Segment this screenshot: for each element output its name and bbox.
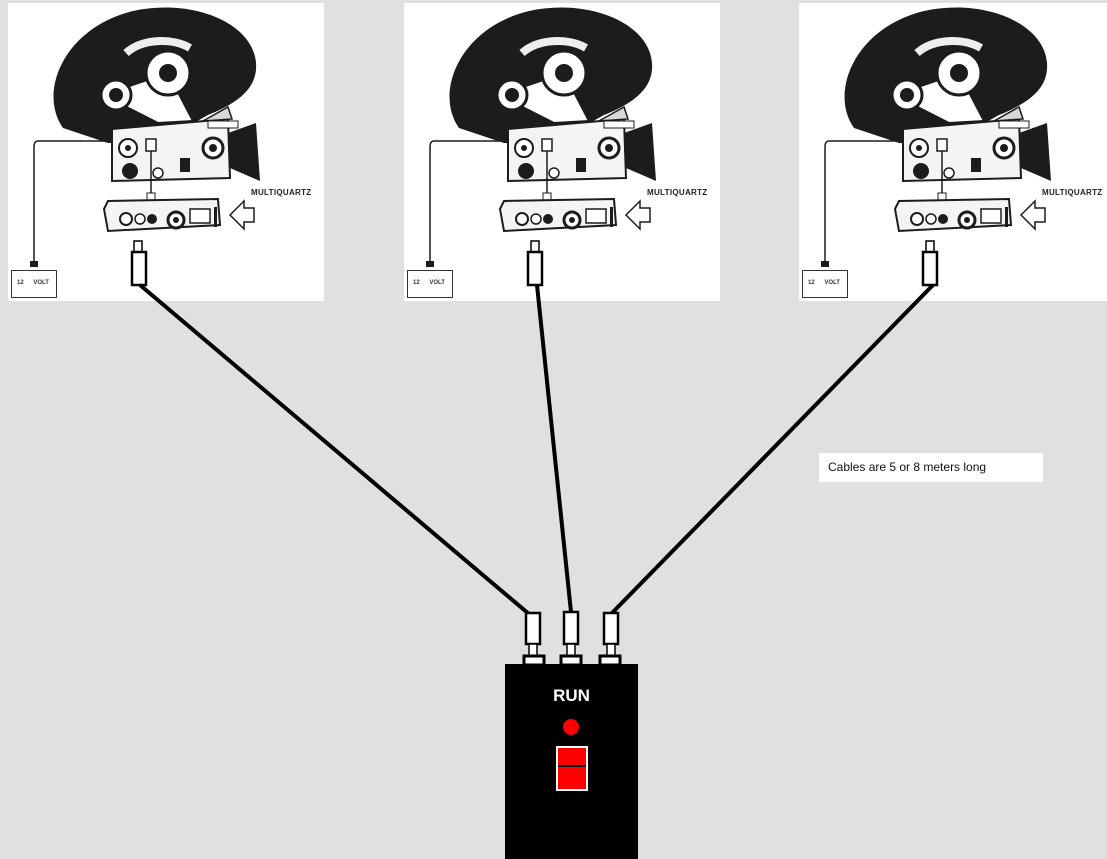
battery-box: 12 VOLT (802, 270, 848, 298)
run-switch[interactable] (556, 746, 588, 791)
controller-plug (522, 611, 546, 667)
battery-box: 12 VOLT (407, 270, 453, 298)
camera-illustration (30, 7, 260, 267)
cable (535, 284, 573, 613)
run-controller: RUN (505, 664, 638, 859)
camera-plug (921, 240, 939, 287)
controller-plug (598, 611, 622, 667)
battery-box: 12 VOLT (11, 270, 57, 298)
run-indicator-led (563, 719, 579, 735)
run-label: RUN (553, 686, 590, 705)
run-switch-divider (558, 765, 586, 767)
battery-label: 12 VOLT (17, 280, 49, 286)
camera-plug (130, 240, 148, 287)
cable (138, 283, 531, 616)
camera-panel: MULTIQUARTZ 12 VOLT (8, 3, 324, 301)
multiquartz-label: MULTIQUARTZ (251, 188, 312, 197)
controller-plug (559, 610, 583, 667)
cable-length-note: Cables are 5 or 8 meters long (819, 453, 1043, 482)
camera-plug (526, 240, 544, 287)
multiquartz-label: MULTIQUARTZ (647, 188, 708, 197)
cable (610, 283, 935, 615)
battery-label: 12 VOLT (413, 280, 445, 286)
camera-illustration (426, 7, 656, 267)
camera-illustration (821, 7, 1051, 267)
camera-panel: MULTIQUARTZ 12 VOLT (799, 3, 1107, 301)
battery-label: 12 VOLT (808, 280, 840, 286)
multiquartz-label: MULTIQUARTZ (1042, 188, 1103, 197)
camera-panel: MULTIQUARTZ 12 VOLT (404, 3, 720, 301)
